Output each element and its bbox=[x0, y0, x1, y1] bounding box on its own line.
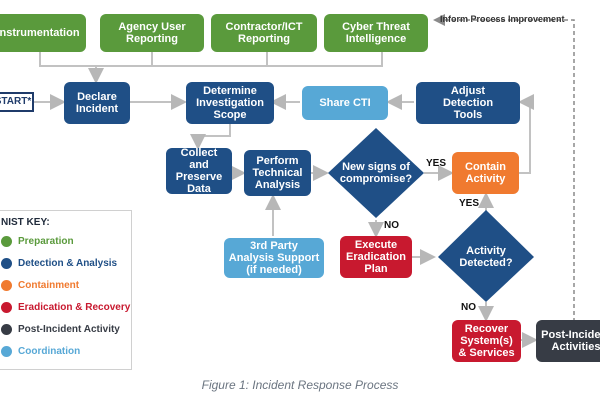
key-dot bbox=[1, 257, 12, 269]
key-item-preparation: Preparation bbox=[1, 233, 74, 249]
execute-eradication-plan-box: Execute Eradication Plan bbox=[340, 236, 412, 278]
key-item-containment: Containment bbox=[1, 277, 79, 293]
share-cti-box: Share CTI bbox=[302, 86, 388, 120]
key-dot bbox=[1, 323, 12, 335]
inform-process-improvement-label: Inform Process Improvement bbox=[440, 14, 565, 24]
third-party-analysis-box: 3rd Party Analysis Support (if needed) bbox=[224, 238, 324, 278]
key-label: Preparation bbox=[18, 235, 74, 247]
collect-preserve-data-box: Collect and Preserve Data bbox=[166, 147, 232, 195]
key-item-post-incident: Post-Incident Activity bbox=[1, 321, 120, 337]
yes-label-new-signs: YES bbox=[426, 158, 447, 169]
key-label: Detection & Analysis bbox=[18, 257, 118, 269]
declare-incident-box: Declare Incident bbox=[64, 82, 130, 124]
perform-technical-analysis-box: Perform Technical Analysis bbox=[244, 150, 311, 196]
yes-label-activity-detected: YES bbox=[459, 198, 480, 209]
activity-detected-diamond bbox=[438, 210, 534, 302]
key-item-coordination: Coordination bbox=[1, 343, 80, 359]
adjust-detection-tools-box: Adjust Detection Tools bbox=[416, 82, 520, 124]
cyber-threat-intelligence-box: Cyber Threat Intelligence bbox=[324, 14, 428, 52]
new-signs-diamond bbox=[328, 128, 424, 218]
key-dot bbox=[1, 279, 12, 291]
recover-systems-box: Recover System(s) & Services bbox=[452, 320, 521, 362]
no-label-activity-detected: NO bbox=[461, 302, 476, 313]
figure-caption: Figure 1: Incident Response Process bbox=[201, 378, 399, 392]
key-label: Containment bbox=[18, 279, 80, 291]
key-label: Post-Incident Activity bbox=[18, 323, 120, 335]
key-label: Eradication & Recovery bbox=[18, 301, 131, 313]
new-signs-label: New signs of compromise? bbox=[339, 161, 413, 185]
key-dot bbox=[1, 235, 12, 247]
no-label-new-signs: NO bbox=[384, 220, 399, 231]
agency-user-reporting-box: Agency User Reporting bbox=[100, 14, 204, 52]
determine-investigation-scope-box: Determine Investigation Scope bbox=[186, 82, 274, 124]
instrumentation-box: Instrumentation bbox=[0, 14, 86, 52]
key-item-eradication-recovery: Eradication & Recovery bbox=[1, 299, 130, 315]
key-dot bbox=[1, 301, 12, 313]
nist-key-title: NIST KEY: bbox=[1, 217, 50, 228]
activity-detected-label: Activity Detected? bbox=[459, 245, 513, 269]
nist-key-legend: NIST KEY: Preparation Detection & Analys… bbox=[0, 210, 132, 370]
contain-activity-box: Contain Activity bbox=[452, 152, 519, 194]
key-dot bbox=[1, 345, 12, 357]
key-label: Coordination bbox=[18, 345, 81, 357]
post-incident-activities-box: Post-Incident Activities bbox=[536, 320, 600, 362]
start-box: START* bbox=[0, 92, 34, 112]
key-item-detection-analysis: Detection & Analysis bbox=[1, 255, 117, 271]
contractor-ict-reporting-box: Contractor/ICT Reporting bbox=[211, 14, 317, 52]
